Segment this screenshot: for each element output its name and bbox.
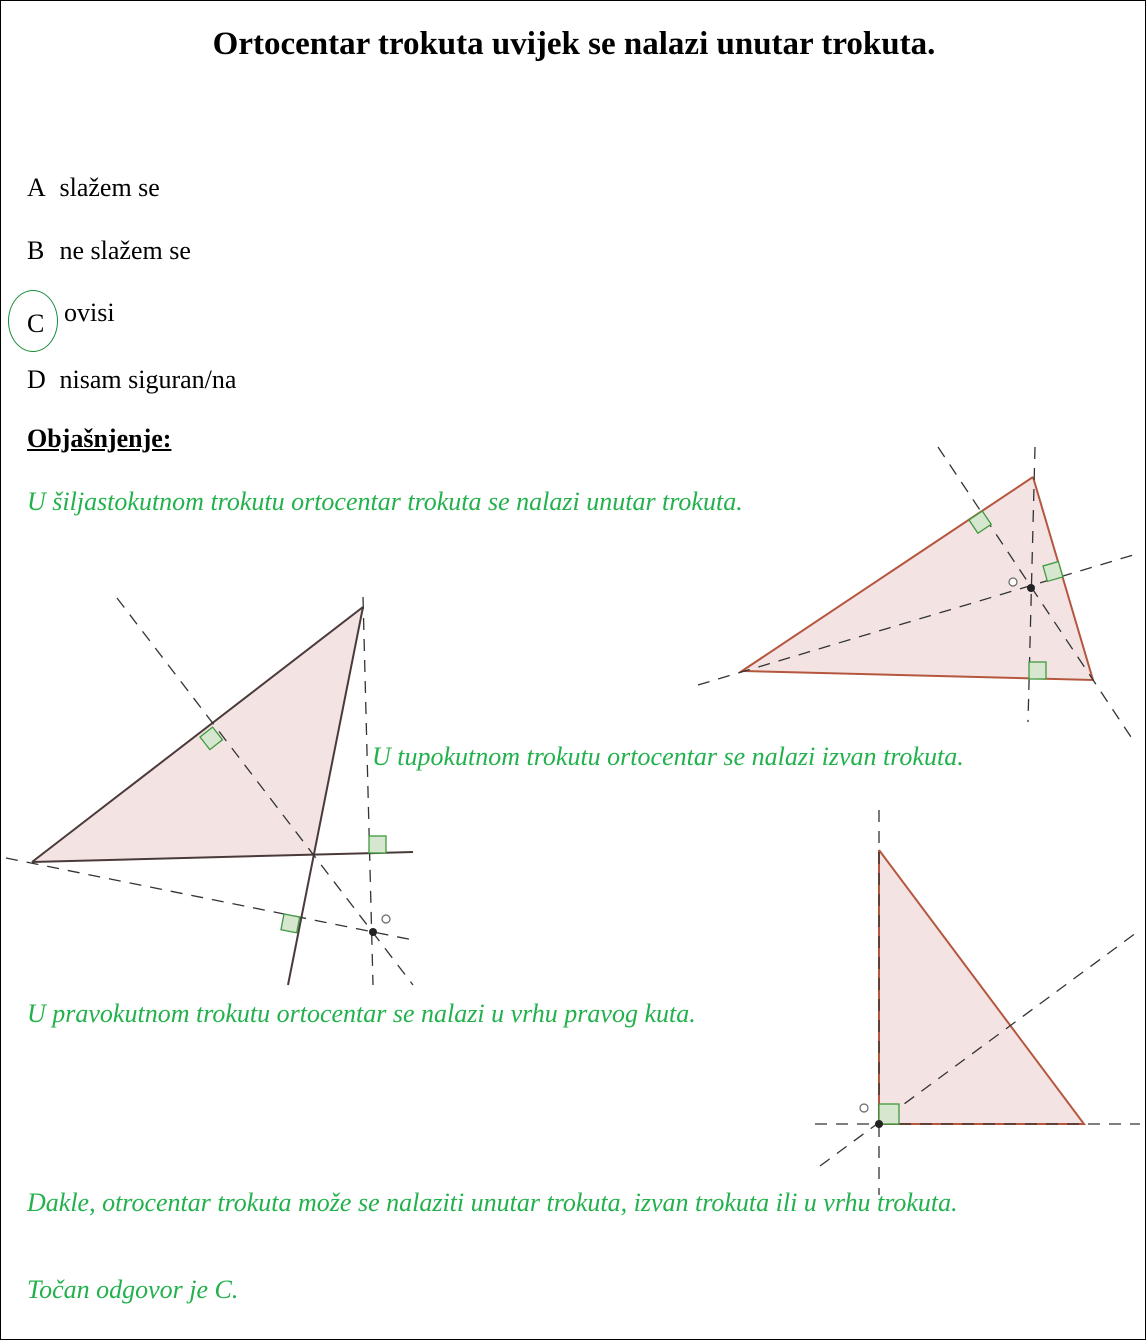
triangle-side-extended: [31, 851, 414, 863]
obtuse-triangle-figure: [5, 596, 414, 986]
triangle-side: [31, 606, 364, 863]
orthocenter-point: [1027, 584, 1035, 592]
hollow-point: [1008, 577, 1018, 587]
explanation-acute: U šiljastokutnom trokutu ortocentar trok…: [27, 487, 743, 516]
right-angle-marker: [878, 1103, 900, 1125]
option-c-text: ovisi: [64, 298, 115, 327]
right-angle-marker: [1028, 661, 1047, 680]
option-letter: A: [27, 173, 46, 202]
altitude-line: [116, 597, 414, 986]
option-text: ne slažem se: [59, 236, 191, 265]
explanation-conclusion: Dakle, otrocentar trokuta može se nalazi…: [27, 1188, 958, 1217]
option-a[interactable]: A slažem se: [27, 173, 160, 203]
option-b[interactable]: B ne slažem se: [27, 236, 191, 266]
explanation-right: U pravokutnom trokutu ortocentar se nala…: [27, 999, 696, 1028]
altitude-line: [819, 929, 1141, 1167]
option-letter: C: [27, 309, 45, 338]
right-angle-marker: [368, 835, 387, 854]
hollow-point: [381, 914, 391, 924]
option-text: slažem se: [59, 173, 160, 202]
orthocenter-point: [369, 928, 377, 936]
acute-triangle: [742, 477, 1093, 680]
hollow-point: [859, 1103, 869, 1113]
option-c[interactable]: C: [27, 309, 63, 339]
right-angle-marker: [199, 726, 224, 751]
option-text: nisam siguran/na: [59, 365, 237, 394]
right-angle-marker: [968, 510, 993, 535]
orthocenter-point: [875, 1120, 883, 1128]
option-d[interactable]: D nisam siguran/na: [27, 365, 236, 395]
explanation-heading: Objašnjenje:: [27, 424, 172, 453]
explanation-obtuse: U tupokutnom trokutu ortocentar se nalaz…: [372, 742, 964, 771]
altitude-line: [362, 596, 374, 986]
option-letter: B: [27, 236, 45, 265]
altitude-line: [5, 857, 414, 941]
triangle-side-extended: [287, 606, 364, 986]
acute-triangle-figure: [697, 446, 1141, 741]
option-letter: D: [27, 365, 46, 394]
question-title: Ortocentar trokuta uvijek se nalazi unut…: [212, 26, 936, 62]
right-triangle-figure: [815, 810, 1141, 1195]
acute-triangle-edges: [738, 476, 1095, 682]
correct-answer: Točan odgovor je C.: [27, 1275, 239, 1304]
altitude-line: [937, 446, 1134, 741]
altitude-line: [697, 552, 1141, 686]
right-angle-marker: [1042, 560, 1064, 583]
right-angle-marker: [280, 913, 301, 934]
selected-answer-circle: [8, 290, 58, 352]
